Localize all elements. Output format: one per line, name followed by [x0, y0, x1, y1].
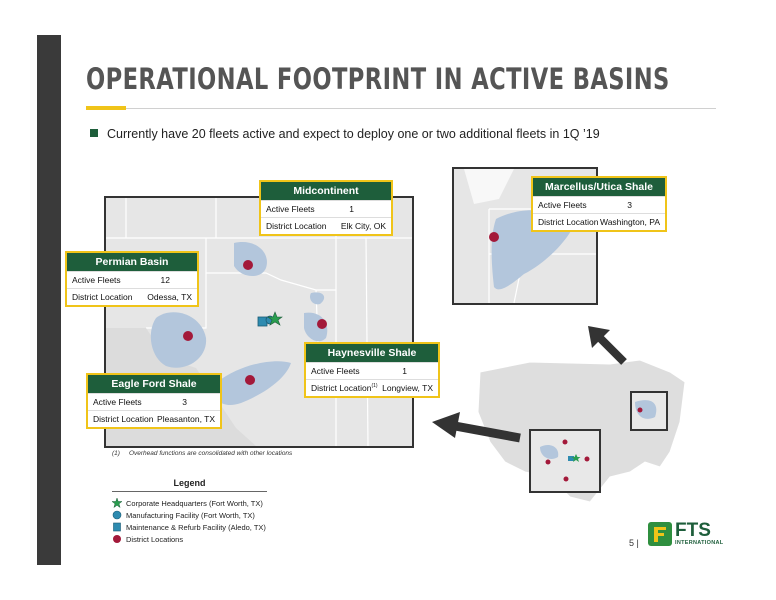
- callout-title: Midcontinent: [261, 182, 391, 200]
- callout-haynesville: Haynesville Shale Active Fleets 1 Distric…: [304, 342, 440, 398]
- district-value: Washington, PA: [599, 217, 660, 227]
- footnote: (1) Overhead functions are consolidated …: [112, 450, 293, 457]
- callout-title: Haynesville Shale: [306, 344, 438, 362]
- fleets-label: Active Fleets: [93, 397, 142, 407]
- bullet-point: Currently have 20 fleets active and expe…: [90, 127, 600, 141]
- legend-item: Corporate Headquarters (Fort Worth, TX): [112, 497, 267, 509]
- bullet-square-icon: [90, 129, 98, 137]
- legend: Legend Corporate Headquarters (Fort Wort…: [112, 478, 267, 545]
- arrow-to-texas-icon: [432, 412, 521, 443]
- district-label: District Location: [266, 221, 327, 231]
- us-map-texas-box: [529, 429, 601, 493]
- bullet-text: Currently have 20 fleets active and expe…: [107, 127, 600, 141]
- district-label: District Location: [311, 383, 372, 393]
- square-icon: [112, 522, 122, 532]
- fleets-value: 1: [349, 204, 354, 214]
- district-label: District Location: [93, 414, 154, 424]
- legend-label: District Locations: [126, 534, 184, 544]
- legend-item: Maintenance & Refurb Facility (Aledo, TX…: [112, 521, 267, 533]
- legend-title: Legend: [112, 478, 267, 492]
- logo-wordmark: FTS: [675, 520, 711, 541]
- legend-label: Manufacturing Facility (Fort Worth, TX): [126, 510, 255, 520]
- district-dot-pleasanton: [245, 375, 255, 385]
- callout-marcellus: Marcellus/Utica Shale Active Fleets 3 Dis…: [531, 176, 667, 232]
- district-value: Longview, TX: [382, 383, 433, 393]
- circle-icon: [112, 510, 122, 520]
- callout-midcontinent: Midcontinent Active Fleets 1 District Loc…: [259, 180, 393, 236]
- arrow-to-marcellus-icon: [588, 326, 627, 365]
- logo-mark-icon: [648, 522, 672, 546]
- fleets-label: Active Fleets: [311, 366, 360, 376]
- page-title: OPERATIONAL FOOTPRINT IN ACTIVE BASINS: [86, 62, 670, 96]
- fleets-value: 3: [182, 397, 187, 407]
- star-icon: [112, 498, 122, 508]
- district-dot-longview: [317, 319, 327, 329]
- permian-basin-area: [150, 312, 207, 368]
- callout-eagleford: Eagle Ford Shale Active Fleets 3 District…: [86, 373, 222, 429]
- legend-item: Manufacturing Facility (Fort Worth, TX): [112, 509, 267, 521]
- district-value: Elk City, OK: [340, 221, 386, 231]
- woodford-basin-area: [310, 292, 325, 305]
- district-dot-washington: [489, 232, 499, 242]
- legend-label: Maintenance & Refurb Facility (Aledo, TX…: [126, 522, 266, 532]
- fleets-label: Active Fleets: [266, 204, 315, 214]
- logo-subtext: INTERNATIONAL: [675, 540, 724, 546]
- fleets-value: 1: [402, 366, 407, 376]
- left-sidebar-bar: [37, 35, 61, 565]
- district-value: Pleasanton, TX: [157, 414, 215, 424]
- footnote-mark: (1): [371, 383, 378, 390]
- district-label: District Location: [72, 292, 133, 302]
- legend-item: District Locations: [112, 533, 267, 545]
- fleets-label: Active Fleets: [72, 275, 121, 285]
- page-number: 5 |: [629, 538, 639, 548]
- maintenance-facility-icon: [257, 316, 268, 327]
- district-value: Odessa, TX: [147, 292, 192, 302]
- headquarters-star-icon: [267, 311, 283, 326]
- dot-icon: [112, 534, 122, 544]
- district-label: District Location: [538, 217, 599, 227]
- callout-title: Marcellus/Utica Shale: [533, 178, 665, 196]
- callout-title: Permian Basin: [67, 253, 197, 271]
- fleets-value: 12: [160, 275, 170, 285]
- midcontinent-basin: [234, 242, 267, 277]
- legend-label: Corporate Headquarters (Fort Worth, TX): [126, 498, 263, 508]
- us-overview-map: [470, 352, 700, 512]
- title-divider: [126, 108, 716, 109]
- district-dot-odessa: [183, 331, 193, 341]
- district-dot-elk-city: [243, 260, 253, 270]
- callout-permian: Permian Basin Active Fleets 12 District L…: [65, 251, 199, 307]
- callout-title: Eagle Ford Shale: [88, 375, 220, 393]
- company-logo: FTS INTERNATIONAL: [648, 520, 724, 546]
- fleets-label: Active Fleets: [538, 200, 587, 210]
- fleets-value: 3: [627, 200, 632, 210]
- title-accent-bar: [86, 106, 126, 110]
